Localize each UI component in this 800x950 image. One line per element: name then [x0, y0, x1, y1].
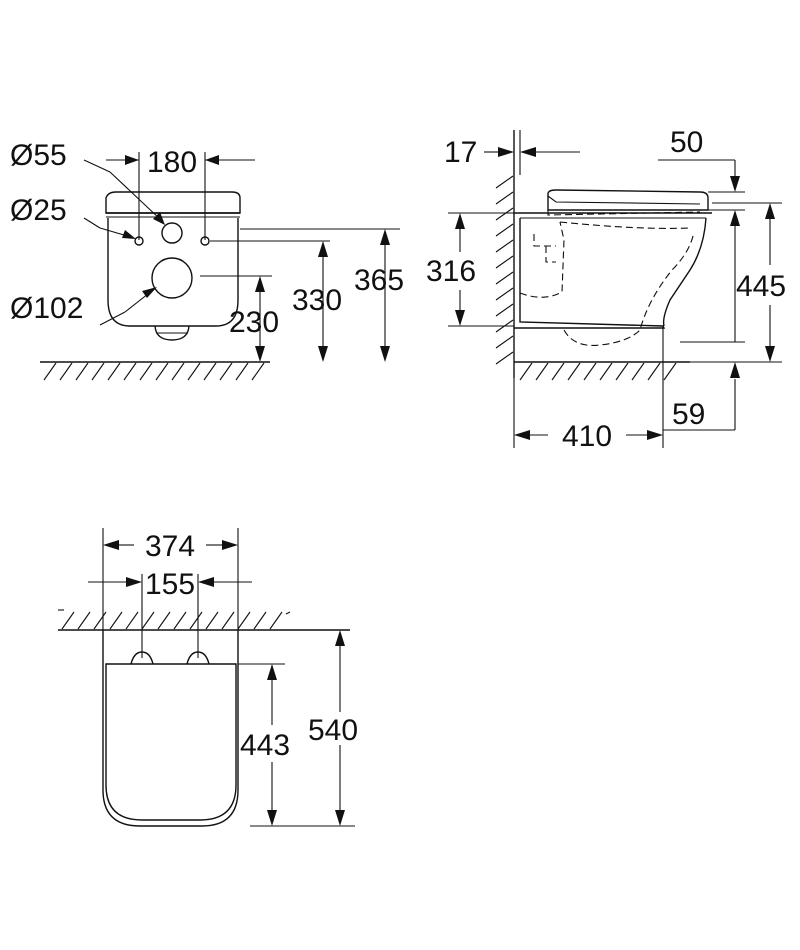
- dim-540: 540: [308, 714, 358, 747]
- floor-hatching: [43, 362, 265, 381]
- dim-410: 410: [562, 420, 612, 453]
- toilet-front-body: [105, 191, 241, 341]
- dim-17: 17: [444, 136, 477, 169]
- toilet-side-body: [514, 189, 712, 346]
- dim-180: 180: [147, 146, 197, 179]
- dim-443: 443: [240, 729, 290, 762]
- dim-155: 155: [145, 568, 195, 601]
- dim-365: 365: [354, 264, 404, 297]
- dim-374: 374: [145, 530, 195, 563]
- dim-50: 50: [670, 126, 703, 159]
- top-view: 374 155 443 540: [58, 528, 358, 827]
- dim-diameter-102: Ø102: [10, 292, 83, 325]
- top-wall-hatching: [61, 611, 291, 630]
- dim-diameter-55: Ø55: [10, 139, 67, 172]
- dim-330: 330: [292, 284, 342, 317]
- wall-hatching: [495, 175, 514, 365]
- dim-316: 316: [426, 255, 476, 288]
- dim-445: 445: [736, 270, 786, 303]
- side-floor-hatching: [519, 362, 677, 381]
- dim-59: 59: [672, 398, 705, 431]
- dim-diameter-25: Ø25: [10, 194, 67, 227]
- dim-230: 230: [229, 306, 279, 339]
- side-view: 17 50 316 445 59: [426, 126, 786, 453]
- toilet-top-body: [102, 630, 239, 827]
- front-view: 180 Ø55 Ø25 Ø102 230 330 365: [10, 139, 404, 381]
